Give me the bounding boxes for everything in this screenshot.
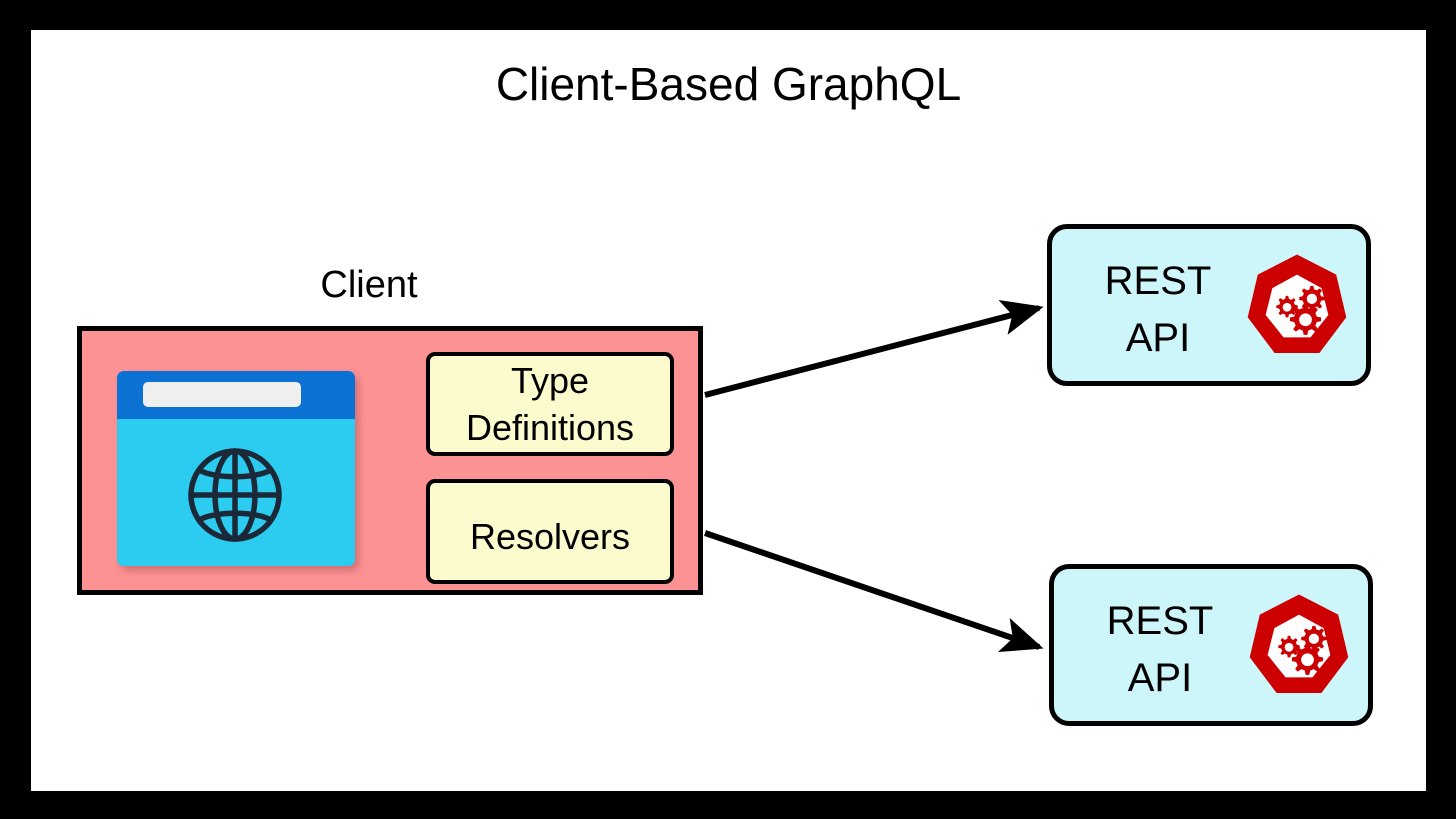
- browser-address-bar: [143, 382, 301, 407]
- type-definitions-box[interactable]: Type Definitions: [426, 352, 674, 456]
- connector-client-to-rest-api-1: [704, 299, 1044, 398]
- resolvers-label: Resolvers: [469, 516, 631, 557]
- rest-api-2-line2: API: [1127, 656, 1193, 700]
- gears-heptagon-icon: [1249, 594, 1349, 694]
- gears-heptagon-icon: [1247, 254, 1347, 354]
- type-definitions-line2: Definitions: [465, 407, 635, 448]
- connector-client-to-rest-api-2: [704, 530, 1044, 653]
- browser-content-area: [117, 419, 355, 566]
- rest-api-label-1: REST API: [1078, 253, 1238, 367]
- rest-api-box-1[interactable]: REST API: [1047, 224, 1371, 386]
- resolvers-box[interactable]: Resolvers: [426, 479, 674, 584]
- browser-titlebar: [117, 371, 355, 419]
- globe-icon: [188, 448, 282, 542]
- rest-api-2-line1: REST: [1106, 599, 1214, 643]
- diagram-canvas: Client-Based GraphQL Client: [31, 30, 1426, 791]
- rest-api-1-line2: API: [1125, 316, 1191, 360]
- page-title: Client-Based GraphQL: [495, 58, 962, 110]
- rest-api-label-2: REST API: [1080, 593, 1240, 707]
- browser-window-icon: [117, 371, 355, 566]
- client-label: Client: [320, 264, 418, 306]
- rest-api-box-2[interactable]: REST API: [1049, 564, 1373, 726]
- type-definitions-label: Type Definitions: [466, 357, 634, 451]
- client-container[interactable]: Type Definitions Resolvers: [77, 326, 703, 595]
- type-definitions-line1: Type: [510, 360, 590, 401]
- rest-api-1-line1: REST: [1104, 259, 1212, 303]
